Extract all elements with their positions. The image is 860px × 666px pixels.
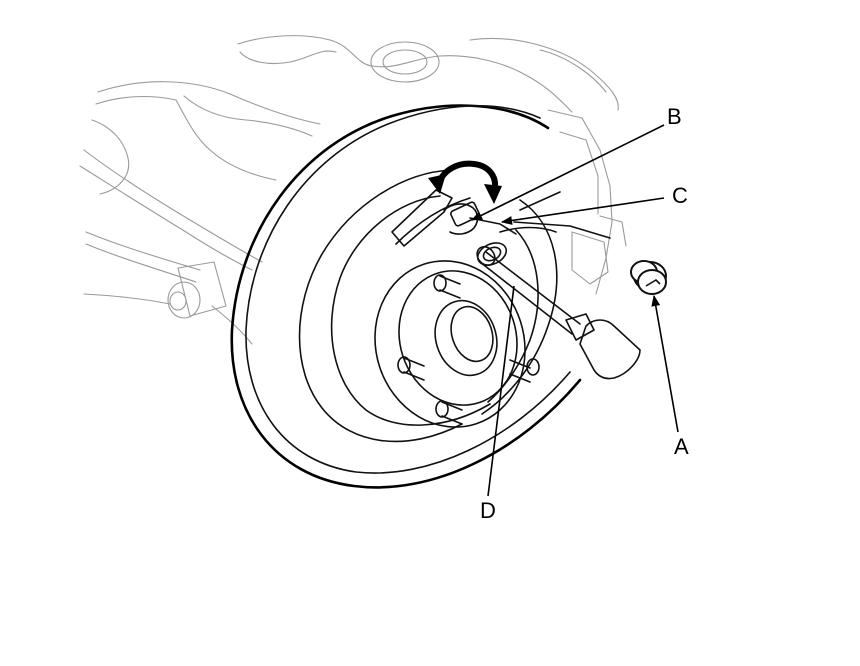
callout-c-label: C xyxy=(672,183,688,208)
brake-disc xyxy=(230,104,582,489)
rubber-plug-icon xyxy=(630,260,667,295)
callout-a-label: A xyxy=(674,434,689,459)
suspension-background xyxy=(79,35,627,345)
callout-d-label: D xyxy=(480,498,496,523)
screwdriver-icon xyxy=(476,245,641,380)
double-rotation-arrow-icon xyxy=(428,160,502,204)
leader-lines xyxy=(470,124,679,497)
callout-b-label: B xyxy=(667,104,682,129)
wheel-studs xyxy=(397,274,540,425)
